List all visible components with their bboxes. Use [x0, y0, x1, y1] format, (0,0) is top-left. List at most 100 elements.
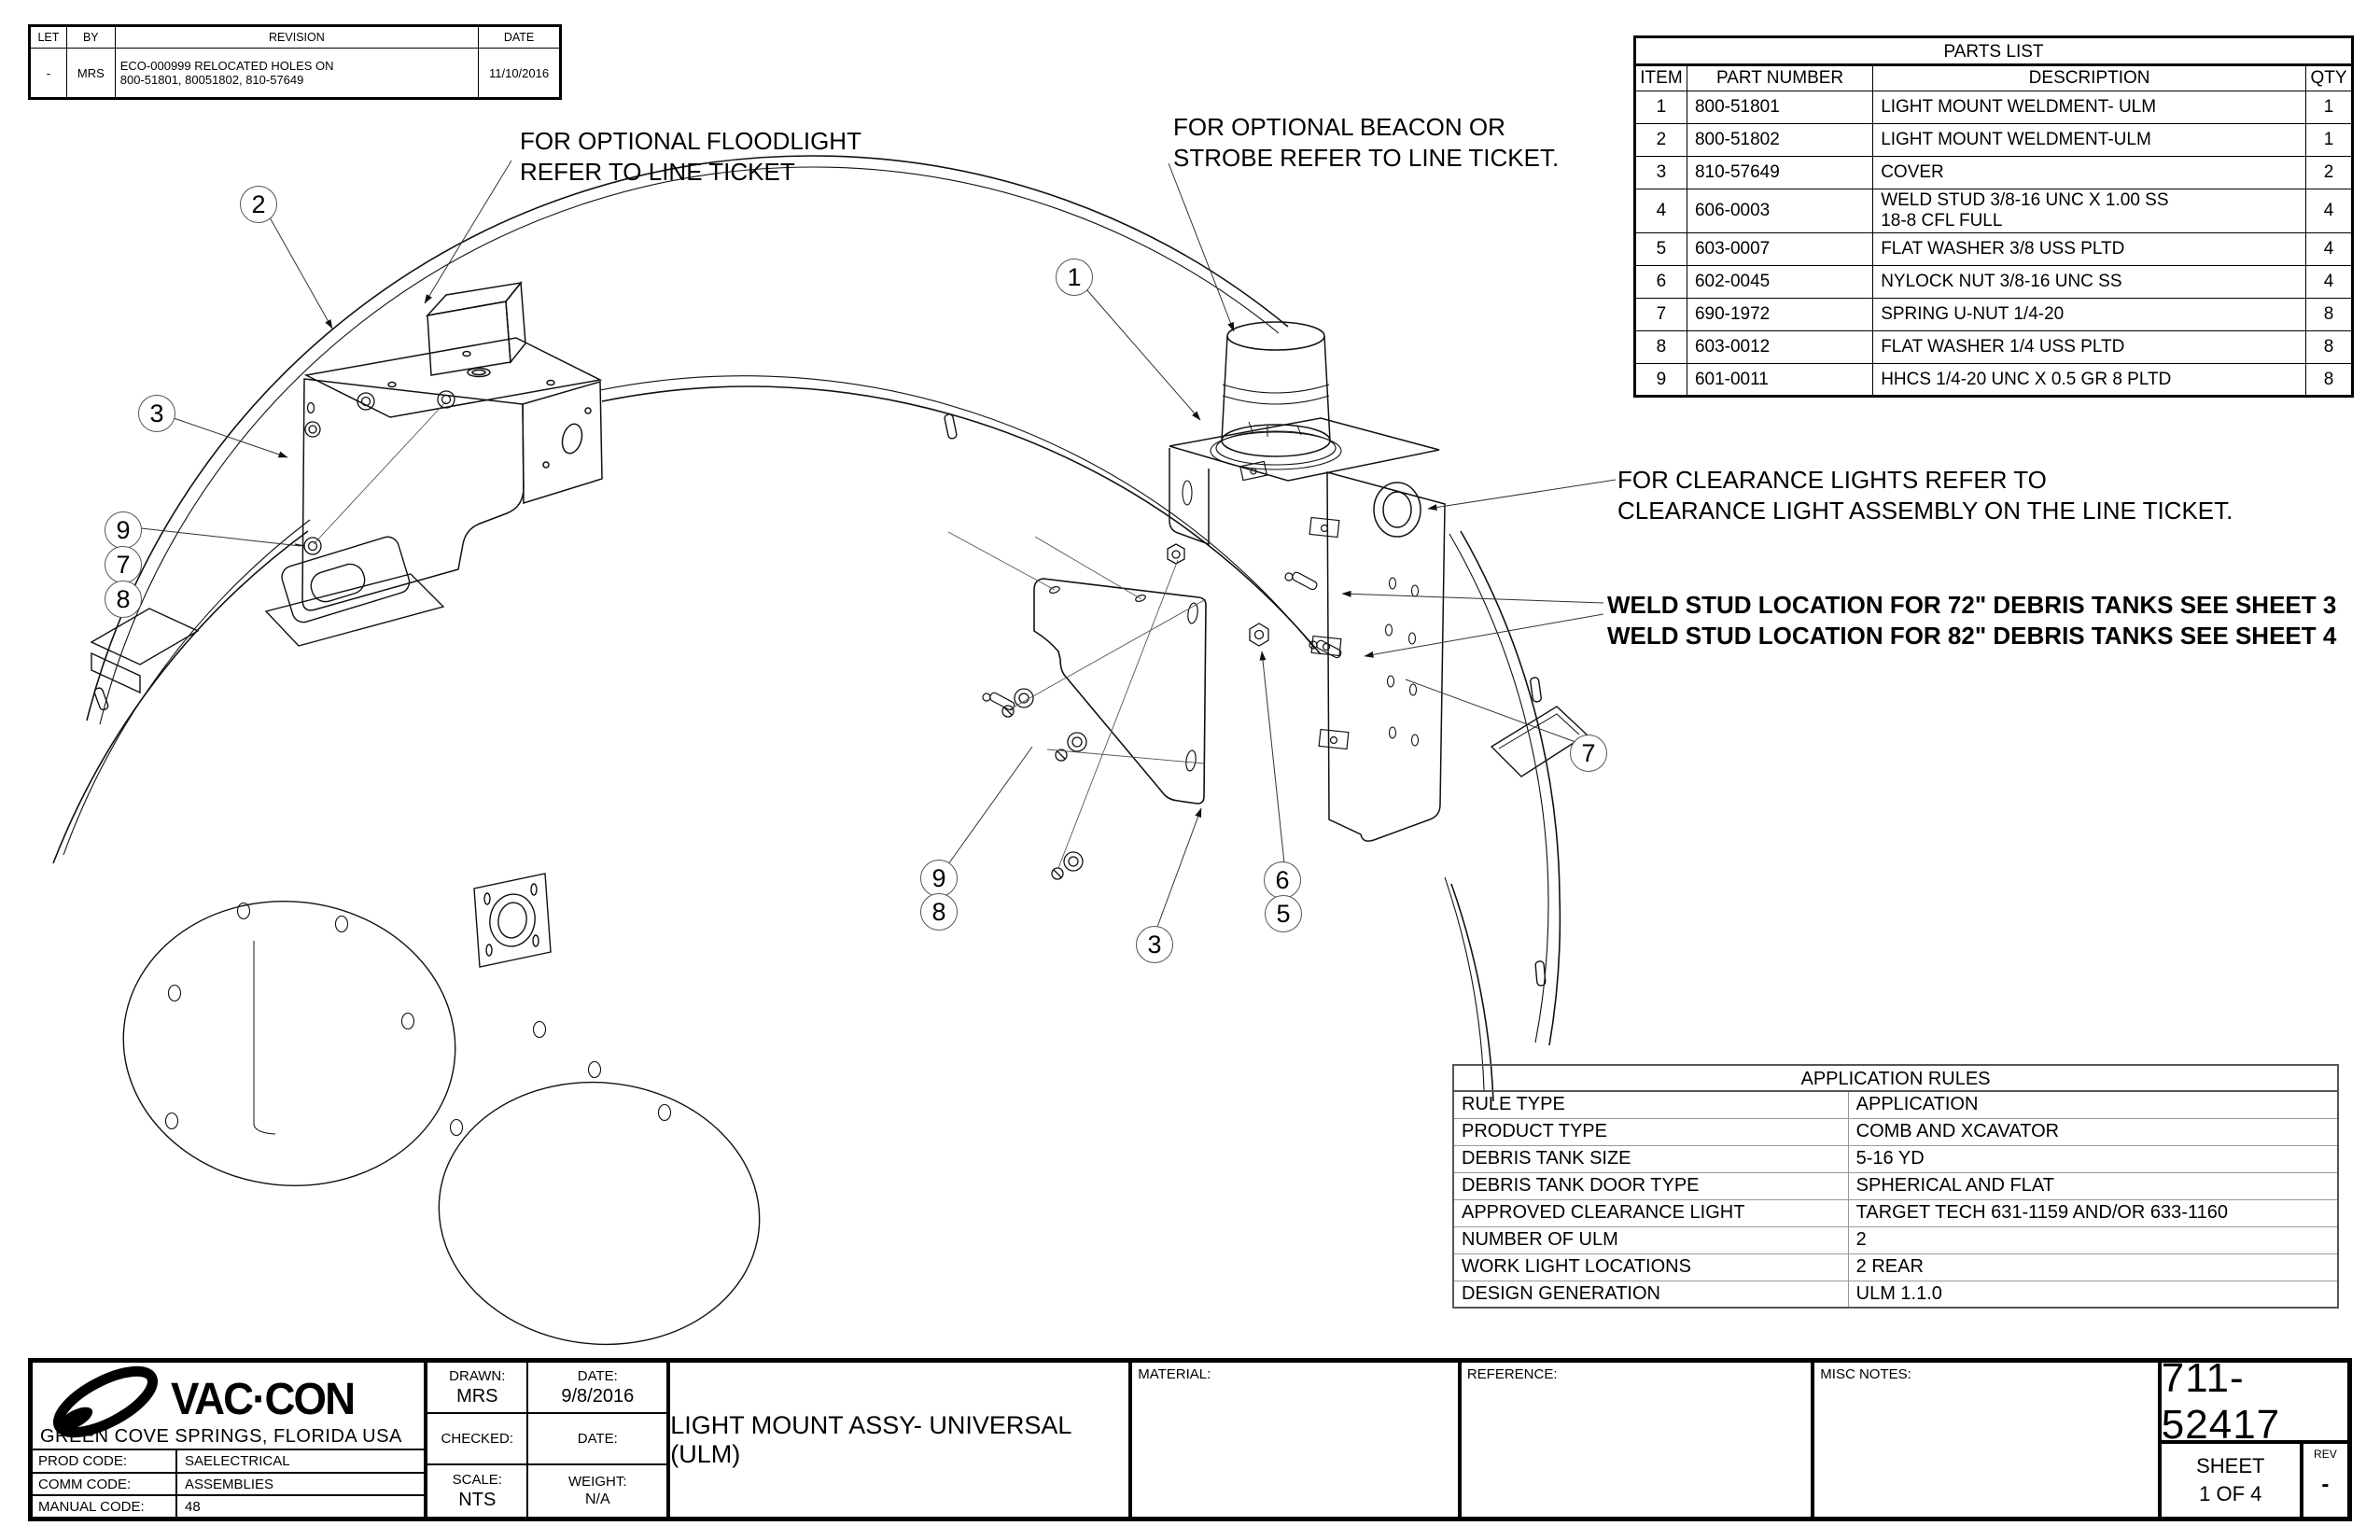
material-label: MATERIAL: — [1138, 1366, 1211, 1382]
parts-item: 4 — [1634, 189, 1687, 233]
clearance-light-note: FOR CLEARANCE LIGHTS REFER TO CLEARANCE … — [1617, 466, 2233, 525]
code-value: SAELECTRICAL — [185, 1453, 290, 1469]
floodlight-note: FOR OPTIONAL FLOODLIGHT REFER TO LINE TI… — [520, 127, 861, 186]
drawn-date-label: DATE: — [577, 1367, 618, 1384]
rule-value: 5-16 YD — [1847, 1144, 2339, 1173]
parts-item: 2 — [1634, 123, 1687, 157]
sheet-value: 1 OF 4 — [2199, 1482, 2262, 1505]
tank-details — [90, 413, 1589, 987]
rule-value: SPHERICAL AND FLAT — [1847, 1171, 2339, 1200]
revision-row: - MRS ECO-000999 RELOCATED HOLES ON 800-… — [29, 48, 561, 99]
parts-part-number: 603-0012 — [1686, 330, 1874, 364]
parts-header-item: ITEM — [1634, 64, 1687, 91]
revision-header-by: BY — [65, 25, 116, 49]
rule-value: 2 — [1847, 1225, 2339, 1254]
callout-balloon-1: 1 — [1056, 259, 1093, 296]
rule-name: NUMBER OF ULM — [1452, 1225, 1849, 1254]
parts-item: 5 — [1634, 232, 1687, 266]
rule-name: APPROVED CLEARANCE LIGHT — [1452, 1198, 1849, 1227]
misc-notes-label: MISC NOTES: — [1820, 1366, 1911, 1382]
revision-header-date: DATE — [478, 25, 561, 49]
weight-value: N/A — [584, 1491, 610, 1507]
right-light-mount — [982, 321, 1446, 842]
rule-name: PRODUCT TYPE — [1452, 1117, 1849, 1146]
company-location: GREEN COVE SPRINGS, FLORIDA USA — [40, 1426, 402, 1447]
parts-description: WELD STUD 3/8-16 UNC X 1.00 SS 18-8 CFL … — [1872, 189, 2307, 233]
code-value: 48 — [185, 1499, 201, 1516]
revision-header-revision: REVISION — [114, 25, 480, 49]
parts-qty: 2 — [2305, 156, 2353, 189]
drawn-box: DRAWN: MRS — [427, 1363, 529, 1414]
parts-part-number: 602-0045 — [1686, 265, 1874, 299]
rev-label: REV — [2314, 1448, 2337, 1461]
parts-item: 3 — [1634, 156, 1687, 189]
checked-label: CHECKED: — [441, 1431, 514, 1447]
parts-qty: 8 — [2305, 330, 2353, 364]
parts-part-number: 810-57649 — [1686, 156, 1874, 189]
parts-part-number: 606-0003 — [1686, 189, 1874, 233]
rule-value: 2 REAR — [1847, 1253, 2339, 1281]
weight-box: WEIGHT: N/A — [528, 1465, 666, 1517]
callout-balloon-2: 2 — [240, 186, 277, 223]
parts-item: 7 — [1634, 298, 1687, 331]
clearance-light — [1373, 482, 1421, 538]
rev-value: - — [2321, 1472, 2330, 1497]
parts-qty: 4 — [2305, 232, 2353, 266]
drawing-number: 711-52417 — [2161, 1355, 2347, 1448]
parts-part-number: 601-0011 — [1686, 363, 1874, 397]
title-block: VAC·CON GREEN COVE SPRINGS, FLORIDA USA … — [28, 1355, 2352, 1521]
material-cell: MATERIAL: — [1132, 1363, 1462, 1517]
callout-balloon-3: 3 — [1136, 926, 1173, 963]
revision-date: 11/10/2016 — [478, 48, 561, 99]
revision-header-let: LET — [29, 25, 67, 49]
parts-description: LIGHT MOUNT WELDMENT-ULM — [1872, 123, 2307, 157]
revision-description: ECO-000999 RELOCATED HOLES ON 800-51801,… — [114, 48, 480, 99]
reference-cell: REFERENCE: — [1462, 1363, 1815, 1517]
parts-item: 1 — [1634, 91, 1687, 124]
parts-part-number: 800-51801 — [1686, 91, 1874, 124]
parts-description: LIGHT MOUNT WELDMENT- ULM — [1872, 91, 2307, 124]
weight-label: WEIGHT: — [568, 1474, 627, 1490]
weld-studs — [982, 571, 1342, 711]
assembly-drawing — [52, 155, 1617, 1346]
cover-plate — [1033, 578, 1207, 805]
callout-balloon-9: 9 — [105, 511, 142, 549]
scale-box: SCALE: NTS — [427, 1465, 529, 1517]
misc-notes-cell: MISC NOTES: — [1814, 1363, 2162, 1517]
parts-header-description: DESCRIPTION — [1872, 64, 2307, 91]
code-row: MANUAL CODE:48 — [33, 1494, 425, 1518]
code-label: COMM CODE: — [33, 1473, 177, 1495]
drawing-title: LIGHT MOUNT ASSY- UNIVERSAL (ULM) — [670, 1410, 1071, 1468]
company-cell: VAC·CON GREEN COVE SPRINGS, FLORIDA USA … — [33, 1363, 428, 1518]
rule-value: TARGET TECH 631-1159 AND/OR 633-1160 — [1847, 1198, 2339, 1227]
parts-part-number: 800-51802 — [1686, 123, 1874, 157]
revision-let: - — [29, 48, 67, 99]
rule-name: DEBRIS TANK SIZE — [1452, 1144, 1849, 1173]
code-value: ASSEMBLIES — [185, 1476, 274, 1492]
parts-description: NYLOCK NUT 3/8-16 UNC SS — [1872, 265, 2307, 299]
leader-lines — [140, 160, 1617, 928]
drawn-label: DRAWN: — [449, 1367, 506, 1384]
rule-value: COMB AND XCAVATOR — [1847, 1117, 2339, 1146]
parts-list-header-row: ITEM PART NUMBER DESCRIPTION QTY — [1634, 64, 2353, 91]
tank-flange-openings — [122, 873, 761, 1346]
scale-label: SCALE: — [452, 1471, 502, 1488]
small-mount-plate — [473, 873, 552, 968]
parts-description: HHCS 1/4-20 UNC X 0.5 GR 8 PLTD — [1872, 363, 2307, 397]
